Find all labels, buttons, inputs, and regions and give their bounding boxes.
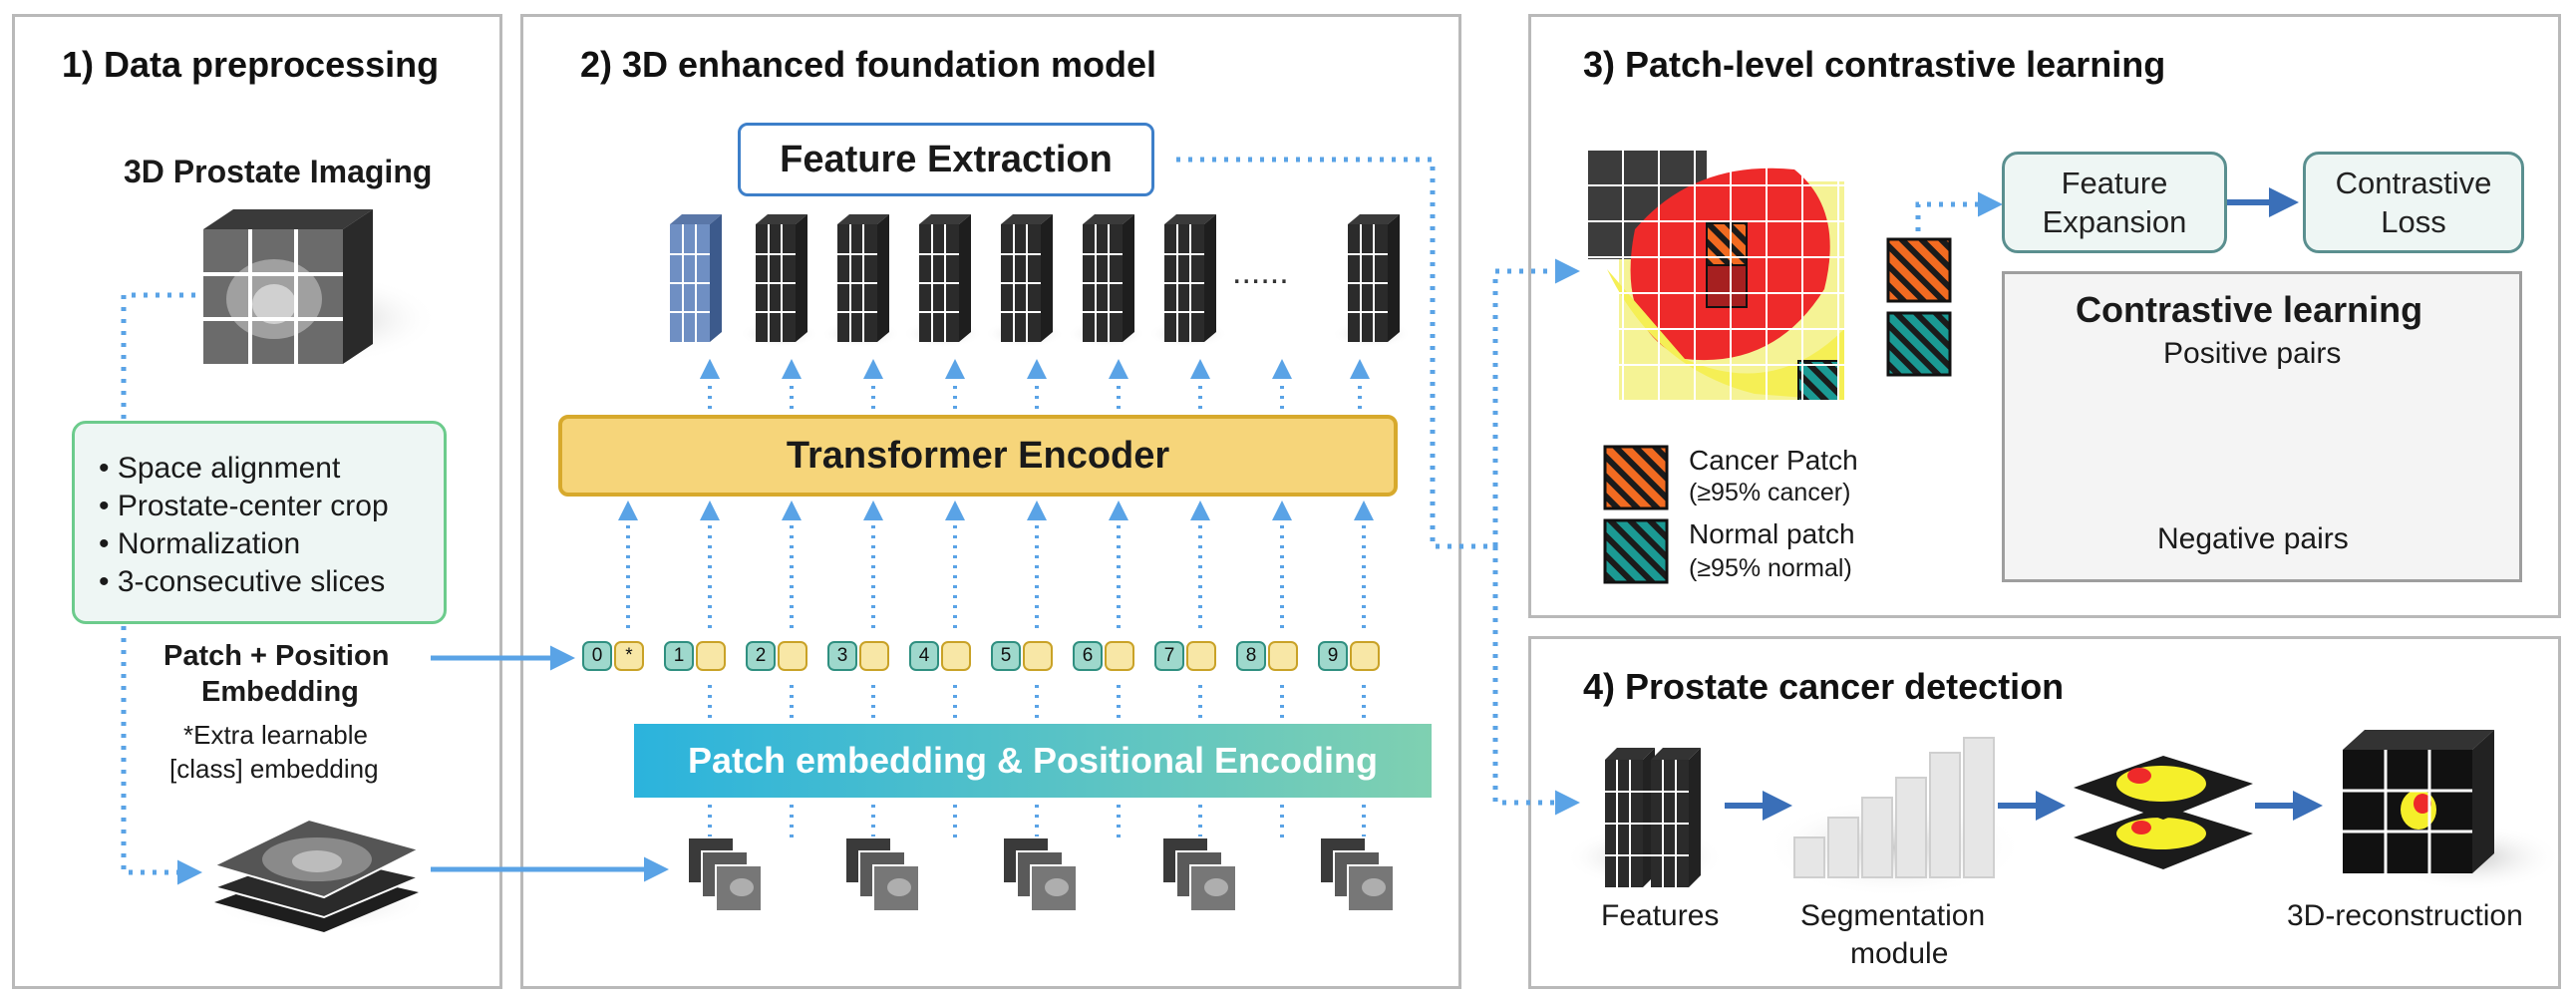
position-token: 7 bbox=[1154, 641, 1216, 671]
transformer-encoder-box: Transformer Encoder bbox=[558, 415, 1398, 497]
position-token: 0* bbox=[582, 641, 644, 671]
token-position-embedding bbox=[941, 641, 971, 671]
position-token: 9 bbox=[1318, 641, 1380, 671]
legend-cancer-label: Cancer Patch bbox=[1689, 445, 1858, 476]
cube-ellipsis: ...... bbox=[1232, 253, 1289, 291]
embedding-label-line1: Patch + Position bbox=[163, 640, 390, 672]
step-center-crop: • Prostate-center crop bbox=[99, 490, 389, 522]
position-token: 8 bbox=[1236, 641, 1298, 671]
token-index: 6 bbox=[1073, 641, 1103, 671]
patch-embedding-box: Patch embedding & Positional Encoding bbox=[634, 724, 1432, 798]
position-token: 3 bbox=[827, 641, 889, 671]
legend-normal-sub: (≥95% normal) bbox=[1689, 554, 1852, 582]
token-index: 7 bbox=[1154, 641, 1184, 671]
feature-extraction-box: Feature Extraction bbox=[738, 123, 1154, 196]
token-index: 4 bbox=[909, 641, 939, 671]
positive-pairs-label: Positive pairs bbox=[2163, 337, 2342, 370]
feature-expansion-box: Feature Expansion bbox=[2002, 152, 2227, 253]
token-position-embedding bbox=[1268, 641, 1298, 671]
panel2-title: 2) 3D enhanced foundation model bbox=[580, 44, 1157, 85]
token-index: 5 bbox=[991, 641, 1021, 671]
panel3-title: 3) Patch-level contrastive learning bbox=[1583, 44, 2166, 85]
position-token: 4 bbox=[909, 641, 971, 671]
token-position-embedding bbox=[1023, 641, 1053, 671]
segmentation-label-line1: Segmentation bbox=[1800, 899, 1986, 932]
step-space-alignment: • Space alignment bbox=[99, 452, 341, 485]
token-position-embedding bbox=[778, 641, 807, 671]
panel1-title: 1) Data preprocessing bbox=[62, 44, 440, 85]
position-token: 2 bbox=[746, 641, 807, 671]
position-token: 5 bbox=[991, 641, 1053, 671]
negative-pairs-label: Negative pairs bbox=[2157, 522, 2349, 555]
token-index: 9 bbox=[1318, 641, 1348, 671]
token-position-embedding bbox=[859, 641, 889, 671]
contrastive-loss-box: Contrastive Loss bbox=[2303, 152, 2524, 253]
position-token: 6 bbox=[1073, 641, 1134, 671]
token-index: 2 bbox=[746, 641, 776, 671]
position-token: 1 bbox=[664, 641, 726, 671]
token-position-embedding: * bbox=[614, 641, 644, 671]
contrastive-loss-line2: Loss bbox=[2381, 204, 2446, 239]
features-label: Features bbox=[1601, 899, 1720, 932]
feature-expansion-line2: Expansion bbox=[2042, 204, 2187, 239]
class-note-line2: [class] embedding bbox=[169, 754, 379, 784]
imaging-label: 3D Prostate Imaging bbox=[124, 154, 433, 189]
token-position-embedding bbox=[696, 641, 726, 671]
contrastive-loss-line1: Contrastive bbox=[2335, 166, 2492, 200]
segmentation-label-line2: module bbox=[1850, 937, 1949, 970]
step-consecutive-slices: • 3-consecutive slices bbox=[99, 565, 386, 598]
token-position-embedding bbox=[1105, 641, 1134, 671]
feature-expansion-line1: Feature bbox=[2061, 166, 2168, 200]
token-index: 8 bbox=[1236, 641, 1266, 671]
legend-normal-label: Normal patch bbox=[1689, 518, 1855, 549]
token-position-embedding bbox=[1186, 641, 1216, 671]
contrastive-learning-box bbox=[2002, 271, 2522, 582]
panel4-title: 4) Prostate cancer detection bbox=[1583, 666, 2065, 707]
token-index: 0 bbox=[582, 641, 612, 671]
step-normalization: • Normalization bbox=[99, 527, 301, 560]
class-note-line1: *Extra learnable bbox=[183, 720, 368, 750]
token-index: 1 bbox=[664, 641, 694, 671]
reconstruction-label: 3D-reconstruction bbox=[2287, 899, 2523, 932]
preprocessing-steps-box: • Space alignment • Prostate-center crop… bbox=[72, 421, 447, 624]
token-position-embedding bbox=[1350, 641, 1380, 671]
contrastive-learning-title: Contrastive learning bbox=[2076, 289, 2423, 330]
embedding-label-line2: Embedding bbox=[201, 676, 359, 708]
legend-cancer-sub: (≥95% cancer) bbox=[1689, 479, 1851, 506]
token-index: 3 bbox=[827, 641, 857, 671]
